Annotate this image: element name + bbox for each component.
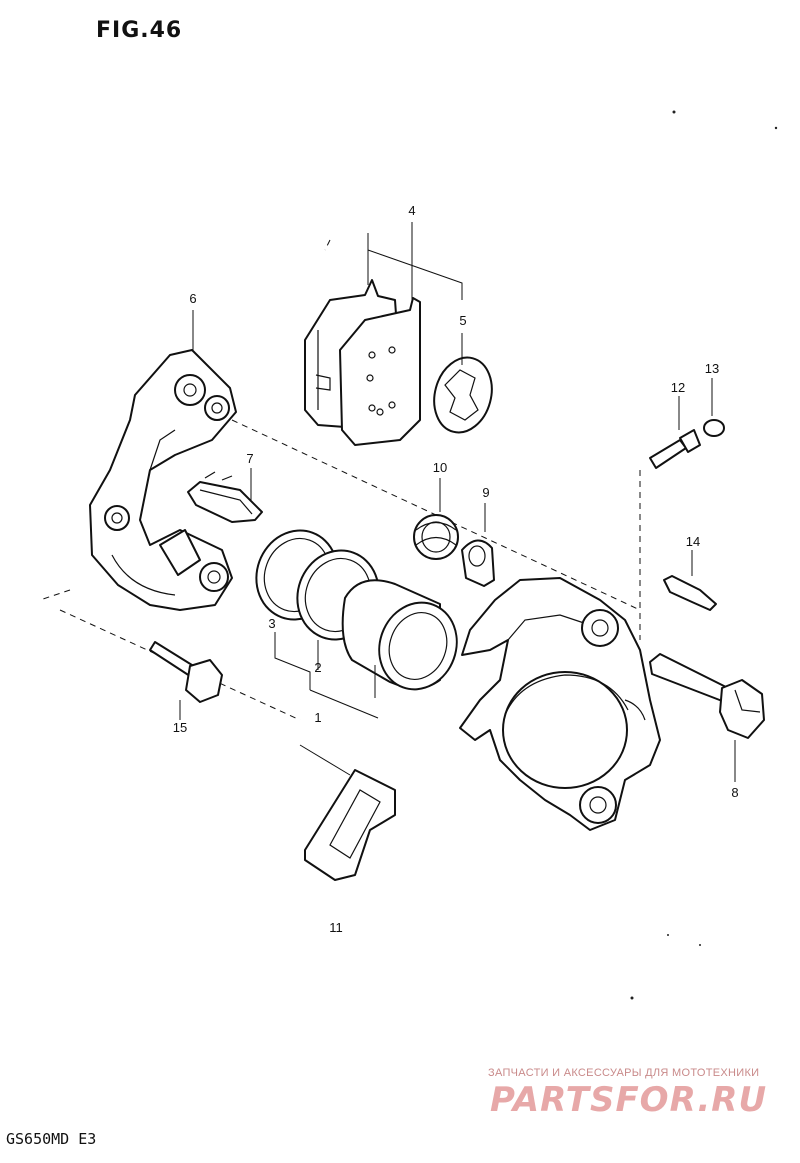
support-plate-part <box>299 744 396 881</box>
bleeder-cap-part <box>703 419 725 437</box>
bracket-bolt-part <box>149 641 223 703</box>
caliper-body-part <box>459 577 661 831</box>
callout-11: 11 <box>329 920 343 935</box>
brake-pads-part <box>304 279 421 446</box>
callout-2: 2 <box>314 660 321 675</box>
callout-13: 13 <box>705 361 719 376</box>
pin-boot-part <box>461 539 495 587</box>
figure-title: FIG.46 <box>96 18 183 43</box>
model-code: GS650MD E3 <box>6 1130 97 1148</box>
pad-shim-part <box>433 356 493 434</box>
watermark-brand: PARTSFOR.RU <box>490 1080 768 1120</box>
callout-6: 6 <box>189 291 196 306</box>
callout-9: 9 <box>482 485 489 500</box>
callout-10: 10 <box>433 460 447 475</box>
pad-spring-part <box>187 471 263 523</box>
pad-clip-part <box>663 575 717 611</box>
callout-7: 7 <box>246 451 253 466</box>
callout-12: 12 <box>671 380 685 395</box>
callout-3: 3 <box>268 616 275 631</box>
callout-labels: 4 5 6 7 10 9 12 13 14 3 2 1 15 8 11 <box>173 203 739 935</box>
scan-specks <box>630 110 778 1000</box>
watermark-tagline: ЗАПЧАСТИ И АКСЕССУАРЫ ДЛЯ МОТОТЕХНИКИ <box>488 1067 760 1079</box>
leader-lines <box>179 222 736 782</box>
callout-8: 8 <box>731 785 738 800</box>
callout-4: 4 <box>408 203 415 218</box>
bleeder-valve-part <box>649 429 701 469</box>
callout-5: 5 <box>459 313 466 328</box>
piston-part <box>341 579 458 691</box>
pin-bolt-part <box>649 653 765 739</box>
callout-1: 1 <box>314 710 321 725</box>
callout-14: 14 <box>686 534 700 549</box>
callout-15: 15 <box>173 720 187 735</box>
caliper-bracket-part <box>89 349 237 611</box>
dust-boot-part <box>413 514 459 560</box>
